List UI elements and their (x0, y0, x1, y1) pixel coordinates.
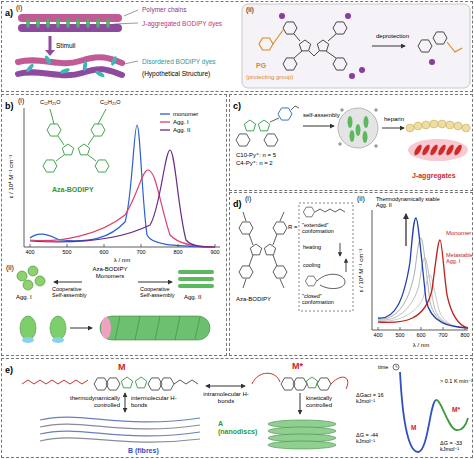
molecule-name: Aza-BODIPY (236, 296, 271, 303)
substituent-label: R = (288, 224, 298, 231)
conformation-label: "closed" conformation (302, 293, 352, 306)
axis-tick: 900 (210, 249, 219, 255)
axis-title: ε / 10⁴ M⁻¹ cm⁻¹ (9, 154, 16, 198)
heparin-scheme (236, 106, 470, 161)
state-label: Agg. I (16, 294, 32, 301)
legend-row: Agg. II (160, 126, 190, 134)
legend-line (160, 114, 170, 115)
compound-label: C4-Py⁺: n = 2 (236, 160, 273, 167)
axis-tick: 400 (373, 332, 382, 338)
chain-label: C₁₂H₂₅O (100, 99, 121, 105)
arrow-label: cooling (303, 262, 320, 268)
axis-tick: 500 (395, 332, 404, 338)
compound-label: C10-Py⁺: n = 5 (236, 152, 276, 159)
legend-text: monomer (173, 111, 198, 117)
panel-letter: c) (230, 101, 244, 113)
panel-box: d) (229, 192, 473, 356)
arrow-label: intermolecular H-bonds (131, 395, 186, 409)
note-label: (Hypothetical Structure) (142, 70, 210, 77)
arrow-label: Cooperative Self-assembly (52, 286, 88, 299)
legend-line (160, 127, 171, 133)
state-label: J-aggregates (412, 172, 456, 180)
energy-label: ΔG = -44 kJmol⁻¹ (356, 432, 398, 445)
axis-tick: 800 (173, 249, 182, 255)
legend-text: Agg. II (173, 127, 190, 133)
self-assembly-scheme (17, 266, 214, 343)
molecule-scheme (22, 373, 348, 449)
panel-letter: e) (2, 365, 16, 377)
deprotection-scheme (242, 4, 470, 88)
axis-tick: 700 (438, 332, 447, 338)
part-label: (ii) (357, 195, 365, 203)
part-label: (i) (18, 97, 24, 105)
callout-label: Polymer chains (142, 6, 186, 13)
panel-box: e) (1, 358, 473, 458)
state-label: Aza-BODIPY Monomers (84, 266, 136, 280)
part-label: (ii) (6, 264, 14, 272)
panel-box: b) (1, 94, 227, 356)
curve-label: Metastable Agg. I (446, 252, 472, 265)
legend-row: Agg. I (160, 118, 189, 126)
axis-tick: 700 (136, 249, 145, 255)
state-label: B (fibres) (128, 447, 159, 455)
part-label: (ii) (246, 6, 254, 14)
arrow-label: thermodynamically controlled (60, 395, 120, 409)
arrow-label: Cooperative Self-assembly (140, 286, 176, 299)
group-label: (protecting group) (246, 74, 293, 81)
arrow-label: kinetically controlled (306, 395, 352, 409)
arrow-label: intramolecular H-bonds (200, 391, 252, 405)
rate-label: > 0.1 K min⁻¹ (440, 378, 473, 384)
panel-letter: a) (2, 8, 16, 20)
axis-title: λ / nm (114, 257, 130, 264)
species-label: M* (292, 361, 303, 371)
axis-tick: 400 (25, 249, 34, 255)
legend-line (160, 130, 170, 131)
conformation-label: "extended" conformation (302, 222, 352, 235)
legend-text: Agg. I (173, 119, 189, 125)
arrow-label: self-assembly (303, 112, 340, 119)
axis-tick: 600 (416, 332, 425, 338)
chain-label: C₁₂H₂₅O (40, 99, 61, 105)
curve-label: Thermodynamically stable Agg. II (376, 196, 442, 209)
energy-label: ΔGact = 16 kJmol⁻¹ (356, 392, 398, 405)
state-label: A (nanodiscs) (218, 420, 260, 436)
species-label: M (118, 362, 126, 372)
panel-letter: d) (230, 199, 245, 211)
legend-line (160, 111, 171, 117)
arrow-label: deprotection (376, 33, 409, 40)
panel-letter: b) (2, 101, 17, 113)
energy-diagram (393, 364, 468, 452)
axis-title: ε / 10⁴ M⁻¹ cm⁻¹ (359, 248, 366, 292)
energy-label: ΔG = -33 kJmol⁻¹ (440, 440, 472, 453)
arrow-label: heparin (384, 116, 404, 123)
curve-label: Monomer (446, 230, 471, 237)
axis-tick: 500 (62, 249, 71, 255)
legend-line (160, 122, 170, 123)
axis-tick: 800 (460, 332, 469, 338)
axis-title: λ / nm (413, 342, 429, 349)
axis-title: time (378, 364, 388, 370)
absorption-chart (24, 108, 220, 247)
species-label: M* (452, 406, 460, 413)
group-label: PG (256, 62, 266, 70)
axis-tick: 600 (99, 249, 108, 255)
arrow-label: Stimuli (56, 42, 76, 49)
callout-label: J-aggregated BODIPY dyes (142, 20, 222, 27)
polymer-illustration (18, 10, 138, 78)
part-label: (i) (245, 195, 251, 203)
molecule-name: Aza-BODIPY (52, 186, 94, 194)
species-label: M (411, 424, 416, 431)
conformation-scheme (239, 203, 353, 311)
spectra-chart (372, 210, 468, 330)
callout-label: Disordered BODIPY dyes (142, 58, 216, 65)
legend-line (160, 119, 171, 125)
state-label: Agg. II (184, 294, 201, 301)
arrow-label: heating (303, 244, 321, 250)
legend-row: monomer (160, 110, 198, 118)
part-label: (i) (16, 4, 22, 12)
